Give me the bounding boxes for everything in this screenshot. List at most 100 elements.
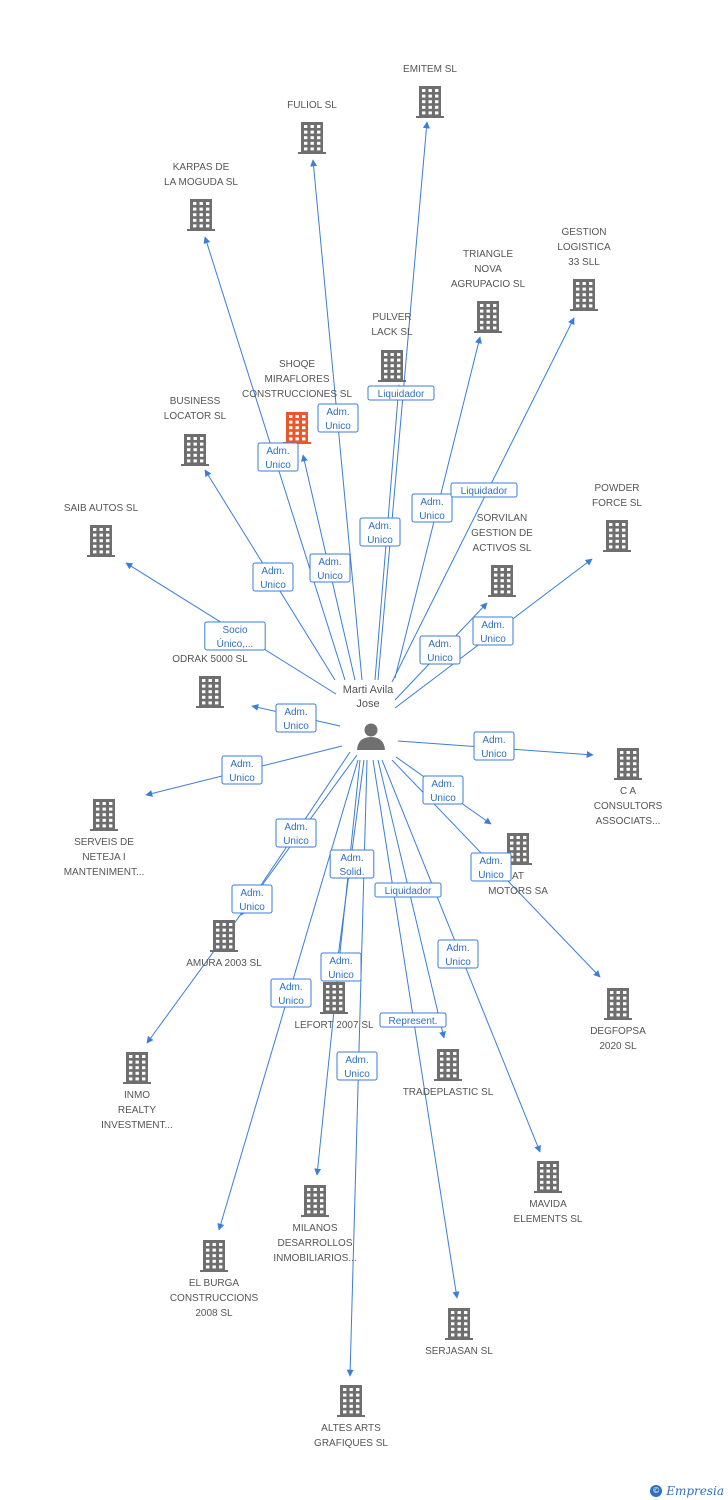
- company-label: SERVEIS DE: [74, 837, 134, 848]
- edge-label-sorvilan[interactable]: Adm.Unico: [419, 635, 461, 665]
- building-icon[interactable]: [570, 279, 598, 311]
- edge-label-degfopsa[interactable]: Adm.Unico: [470, 852, 512, 882]
- building-icon[interactable]: [378, 350, 406, 382]
- company-node-milanos[interactable]: MILANOSDESARROLLOSINMOBILIARIOS...: [273, 1185, 357, 1264]
- building-icon[interactable]: [614, 748, 642, 780]
- building-icon[interactable]: [90, 799, 118, 831]
- building-icon[interactable]: [187, 199, 215, 231]
- person-icon[interactable]: [357, 723, 385, 751]
- building-icon[interactable]: [488, 565, 516, 597]
- edge-label-inmo[interactable]: Adm.Unico: [231, 884, 273, 914]
- edge-label-text: Liquidador: [378, 389, 425, 400]
- building-icon[interactable]: [87, 525, 115, 557]
- edge-labels-layer: Adm.UnicoAdm.UnicoAdm.UnicoAdm.UnicoLiqu…: [204, 385, 518, 1081]
- building-icon[interactable]: [210, 920, 238, 952]
- company-node-ca[interactable]: C ACONSULTORSASSOCIATS...: [594, 748, 663, 827]
- edge-label-text: Unico: [445, 957, 471, 968]
- edge-label-pulver[interactable]: Liquidador: [367, 385, 435, 401]
- edge-label-emitem[interactable]: Adm.Unico: [359, 517, 401, 547]
- edge-label-text: Único,...: [217, 637, 254, 650]
- edge-serjasan: [372, 759, 460, 1299]
- edge-label-box: [309, 553, 351, 583]
- building-icon[interactable]: [200, 1240, 228, 1272]
- building-icon[interactable]: [301, 1185, 329, 1217]
- edge-label-altes[interactable]: Adm.Unico: [336, 1051, 378, 1081]
- edge-label-text: Adm.: [261, 566, 284, 577]
- edge-label-elburga[interactable]: Adm.Unico: [270, 978, 312, 1008]
- edge-gestion: [391, 317, 575, 683]
- edge-label-milanos[interactable]: Adm. Solid.: [329, 849, 375, 879]
- edge-label-motors[interactable]: Adm.Unico: [422, 775, 464, 805]
- building-icon[interactable]: [337, 1385, 365, 1417]
- building-icon[interactable]: [603, 520, 631, 552]
- company-node-inmo[interactable]: INMOREALTYINVESTMENT...: [101, 1052, 173, 1131]
- edge-label-text: Adm.: [431, 779, 454, 790]
- edge-label-text: Adm.: [481, 620, 504, 631]
- edge-label-shoqe[interactable]: Adm.Unico: [309, 553, 351, 583]
- brand-name[interactable]: Empresia: [666, 1484, 724, 1498]
- building-icon[interactable]: [416, 86, 444, 118]
- edge-label-text: Adm.: [266, 446, 289, 457]
- edge-label-saib[interactable]: SocioÚnico,...: [204, 621, 266, 651]
- edge-label-serveis[interactable]: Adm.Unico: [221, 755, 263, 785]
- edge-label-mavida[interactable]: Adm.Unico: [437, 939, 479, 969]
- company-node-fuliol[interactable]: FULIOL SL: [287, 100, 337, 154]
- company-label: LOCATOR SL: [164, 411, 227, 422]
- edge-label-lefort[interactable]: Adm.Unico: [320, 952, 362, 982]
- building-icon[interactable]: [474, 301, 502, 333]
- edge-label-box: [275, 703, 317, 733]
- company-label: NOVA: [474, 264, 502, 275]
- edge-label-serjasan[interactable]: Represent.: [379, 1012, 447, 1028]
- edge-label-text: Solid.: [339, 867, 364, 878]
- edge-label-fuliol[interactable]: Adm.Unico: [317, 403, 359, 433]
- building-icon[interactable]: [445, 1308, 473, 1340]
- edge-label-tradeplastic[interactable]: Liquidador: [374, 882, 442, 898]
- edge-label-amura[interactable]: Adm.Unico: [275, 818, 317, 848]
- building-icon[interactable]: [283, 412, 311, 444]
- building-icon[interactable]: [181, 434, 209, 466]
- building-icon[interactable]: [320, 982, 348, 1014]
- edge-label-text: Adm.: [340, 853, 363, 864]
- company-node-tradeplastic[interactable]: TRADEPLASTIC SL: [403, 1049, 494, 1098]
- building-icon[interactable]: [434, 1049, 462, 1081]
- building-icon[interactable]: [123, 1052, 151, 1084]
- company-node-lefort[interactable]: LEFORT 2007 SL: [294, 982, 374, 1031]
- edge-label-karpas[interactable]: Adm.Unico: [257, 442, 299, 472]
- company-node-saib[interactable]: SAIB AUTOS SL: [64, 503, 139, 557]
- edge-label-text: Adm.: [284, 707, 307, 718]
- company-label: REALTY: [118, 1105, 156, 1116]
- company-node-odrak[interactable]: ODRAK 5000 SL: [172, 654, 248, 708]
- building-icon[interactable]: [604, 988, 632, 1020]
- building-icon[interactable]: [504, 833, 532, 865]
- edge-label-gestion[interactable]: Liquidador: [450, 482, 518, 498]
- edge-label-ca[interactable]: Adm.Unico: [473, 731, 515, 761]
- edge-label-box: [419, 635, 461, 665]
- edge-label-business[interactable]: Adm.Unico: [252, 562, 294, 592]
- building-icon[interactable]: [196, 676, 224, 708]
- edge-label-box: [221, 755, 263, 785]
- company-label: 33 SLL: [568, 257, 600, 268]
- edge-label-odrak[interactable]: Adm.Unico: [275, 703, 317, 733]
- building-icon[interactable]: [298, 122, 326, 154]
- company-node-amura[interactable]: AMURA 2003 SL: [186, 920, 262, 969]
- edge-label-powder[interactable]: Adm. Unico: [472, 616, 514, 646]
- edge-label-triangle[interactable]: Adm.Unico: [411, 493, 453, 523]
- company-node-emitem[interactable]: EMITEM SL: [403, 64, 457, 118]
- building-icon[interactable]: [534, 1161, 562, 1193]
- company-node-serjasan[interactable]: SERJASAN SL: [425, 1308, 493, 1357]
- edge-label-text: Unico: [480, 634, 506, 645]
